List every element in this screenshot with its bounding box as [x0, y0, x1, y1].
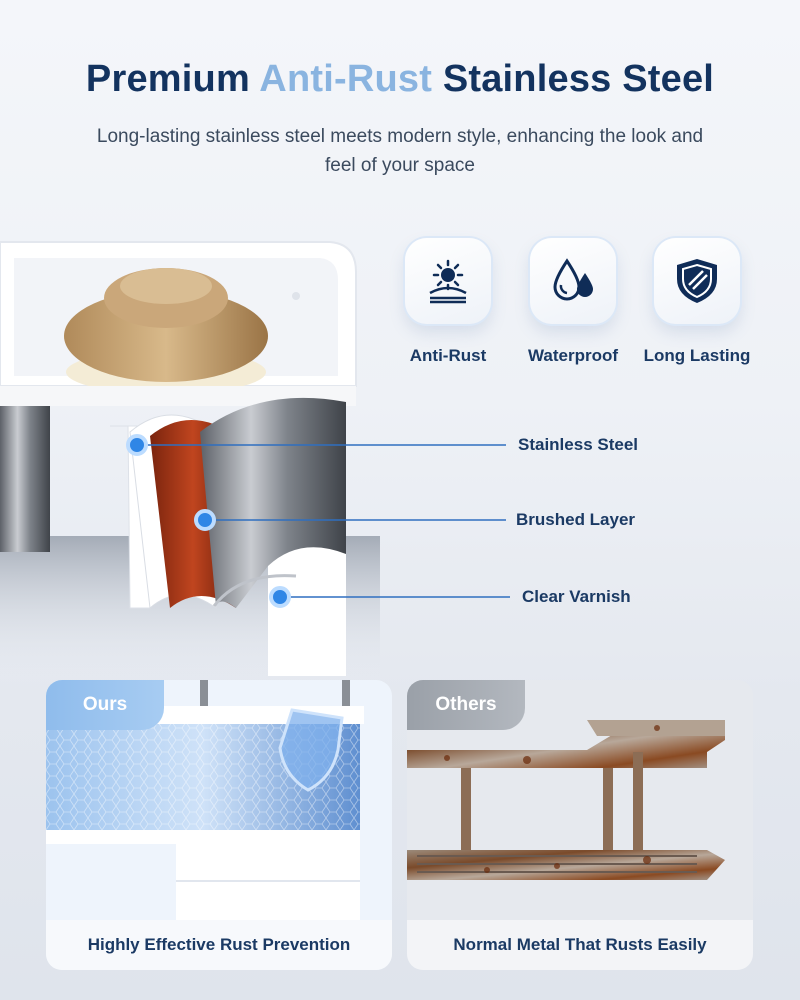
title-suffix: Stainless Steel [432, 58, 715, 100]
comparison-panel-ours: Ours Highly Effective Rust Prevention [46, 680, 392, 970]
others-tag: Others [407, 680, 525, 730]
feature-long-lasting: Long Lasting [632, 238, 762, 366]
page-title: Premium Anti-Rust Stainless Steel [0, 58, 800, 101]
layer-label-clear-varnish: Clear Varnish [522, 587, 631, 606]
feature-badges: Anti-Rust Waterproof Long Lasting [398, 238, 768, 368]
title-accent: Anti-Rust [259, 58, 433, 100]
layer-label-brushed-layer: Brushed Layer [516, 510, 636, 529]
feature-waterproof: Waterproof [508, 238, 638, 366]
feature-label: Long Lasting [643, 346, 751, 365]
water-drops-icon [530, 238, 616, 324]
feature-anti-rust: Anti-Rust [383, 238, 513, 366]
feature-label: Waterproof [527, 346, 619, 365]
page-subtitle: Long-lasting stainless steel meets moder… [96, 126, 704, 176]
others-caption: Normal Metal That Rusts Easily [407, 920, 753, 970]
shield-icon [654, 238, 740, 324]
ours-tag: Ours [46, 680, 164, 730]
rust-proof-shelf-image [46, 680, 364, 920]
rusted-shelf-image [407, 720, 725, 880]
title-prefix: Premium [85, 58, 260, 100]
anti-rust-icon [405, 238, 491, 324]
product-illustration [0, 236, 380, 676]
comparison-panel-others: Others Normal Metal That Rusts Easily [407, 680, 753, 970]
ours-caption: Highly Effective Rust Prevention [46, 920, 392, 970]
shelf-cutaway-image [0, 241, 380, 676]
layer-label-stainless-steel: Stainless Steel [518, 435, 639, 454]
feature-label: Anti-Rust [409, 346, 487, 365]
